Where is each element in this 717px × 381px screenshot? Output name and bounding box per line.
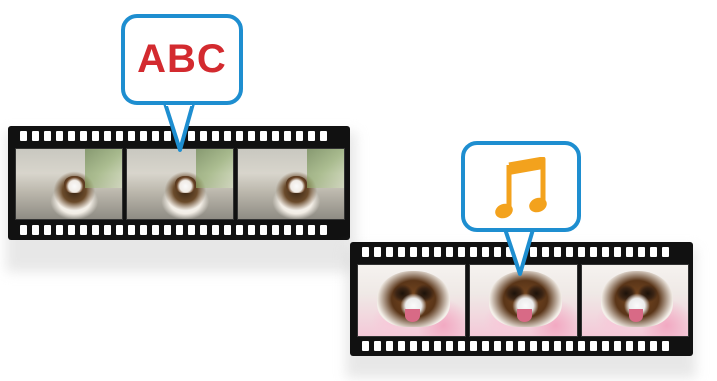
music-note-icon: [495, 157, 551, 221]
video-frame: [126, 148, 234, 220]
caption-bubble: ABC: [121, 14, 243, 105]
sprocket-row-bottom: [20, 225, 340, 235]
video-frame: [15, 148, 123, 220]
music-bubble-tail: [500, 226, 540, 280]
music-bubble: [461, 141, 581, 232]
caption-bubble-tail: [160, 100, 200, 156]
video-frame: [581, 264, 689, 337]
sprocket-row-bottom: [362, 341, 683, 351]
caption-text: ABC: [125, 37, 239, 82]
video-frame: [237, 148, 345, 220]
video-frame: [357, 264, 466, 337]
